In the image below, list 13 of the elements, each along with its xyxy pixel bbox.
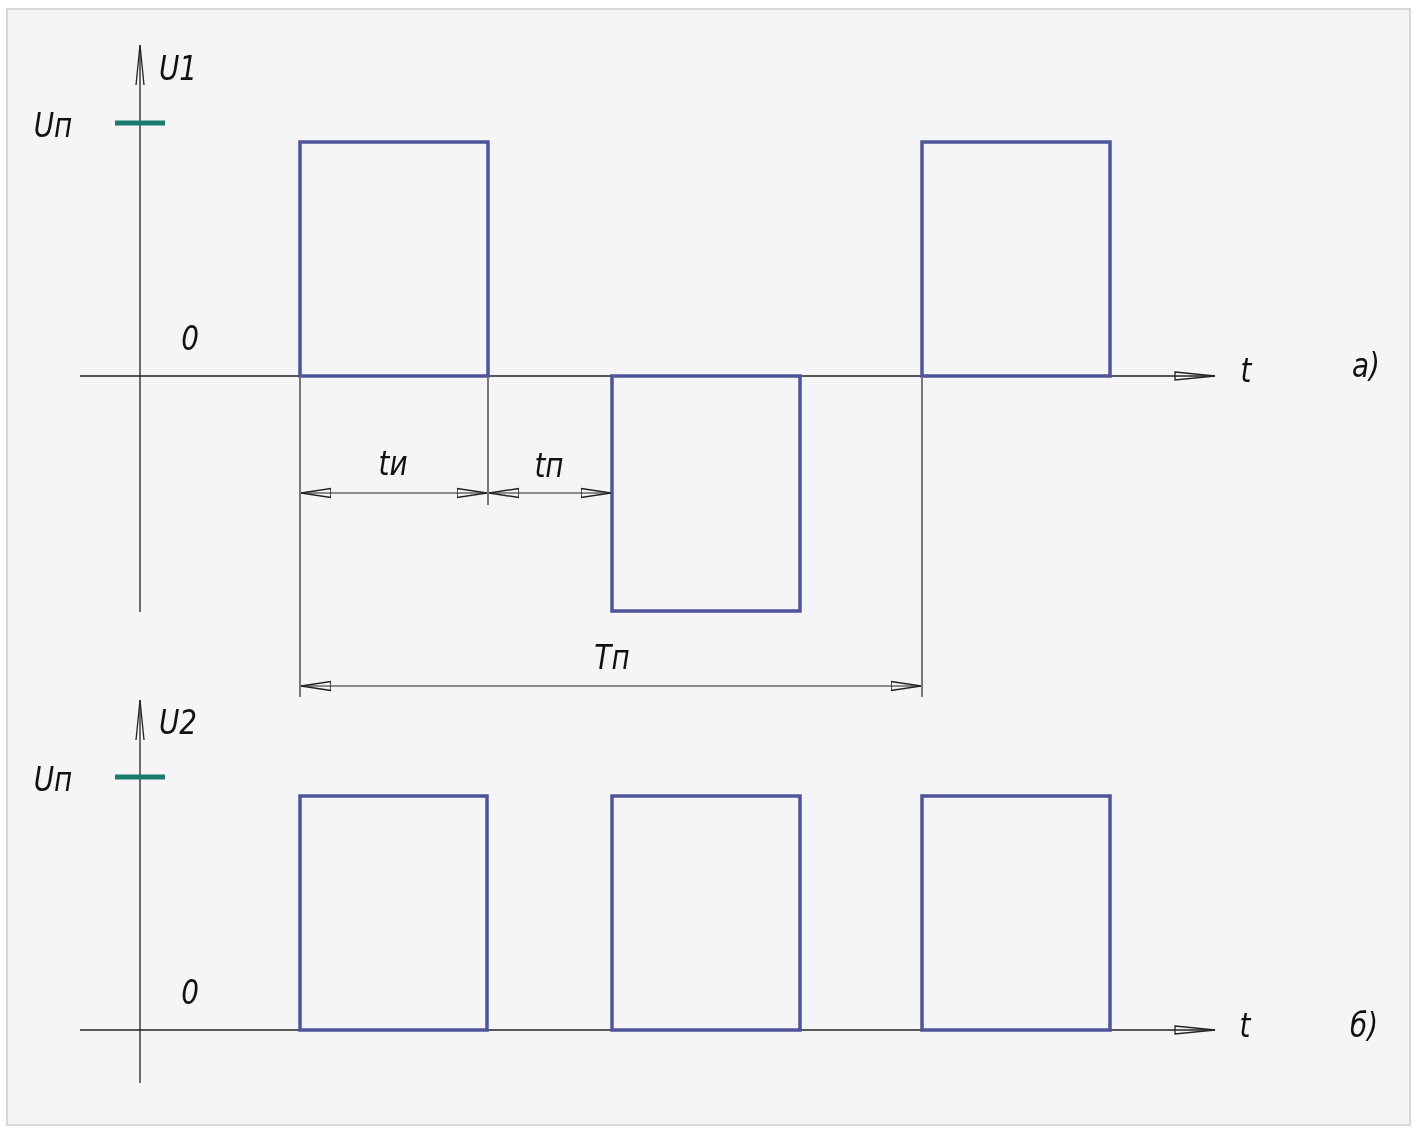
axis-label: tп: [534, 448, 564, 482]
axis-label: U2: [158, 705, 198, 739]
axis-label: Uп: [33, 108, 73, 142]
axis-label: t: [1239, 1008, 1251, 1042]
axis-label: Uп: [33, 762, 73, 796]
axis-label: U1: [158, 51, 198, 85]
axis-label: а): [1352, 348, 1380, 382]
axis-label: б): [1349, 1008, 1379, 1042]
axis-label: Tп: [594, 640, 630, 674]
axis-label: 0: [181, 975, 199, 1009]
axis-label: 0: [181, 321, 199, 355]
axis-label: t: [1240, 353, 1252, 387]
axis-label: tи: [378, 446, 408, 480]
